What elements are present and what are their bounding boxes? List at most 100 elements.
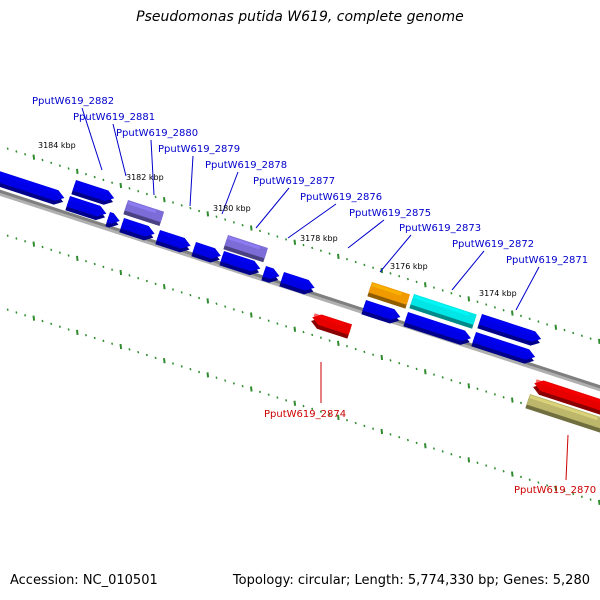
leader-line [221, 171, 239, 215]
gene-2873-orange [367, 282, 411, 309]
innermost-tick [424, 443, 427, 449]
outer-tick [67, 167, 70, 170]
gene-2874 [311, 313, 353, 339]
inner-tick [293, 326, 297, 332]
inner-tick [459, 381, 462, 385]
inner-tick [432, 373, 436, 376]
innermost-tick [224, 379, 227, 382]
outer-tick [198, 209, 201, 213]
genome-title: Pseudomonas putida W619, complete genome [136, 9, 464, 25]
outer-tick [554, 324, 558, 330]
inner-tick [337, 340, 340, 346]
innermost-tick [276, 396, 279, 399]
innermost-tick [198, 370, 201, 374]
outer-tick [459, 294, 462, 298]
innermost-tick [415, 441, 418, 445]
outer-tick [180, 204, 183, 207]
gene-label: PputW619_2872 [452, 239, 534, 250]
outer-tick [546, 323, 549, 326]
outer-tick [415, 280, 418, 284]
outer-tick [128, 187, 131, 190]
outer-tick [215, 215, 218, 218]
outer-tick [258, 229, 262, 233]
innermost-tick [119, 343, 123, 350]
outer-tick [398, 275, 401, 278]
outer-tick [58, 164, 61, 167]
inner-tick [389, 359, 392, 362]
innermost-tick [485, 464, 488, 467]
inner-tick [267, 319, 270, 322]
outer-tick [511, 310, 514, 316]
innermost-tick [311, 407, 314, 411]
outer-tick [50, 161, 53, 165]
gene-2872-shine [407, 313, 465, 335]
innermost-tick [406, 438, 409, 442]
inner-tick [206, 298, 210, 304]
inner-tick [354, 347, 357, 351]
outer-tick [24, 153, 27, 156]
inner-tick [406, 364, 409, 368]
inner-tick [154, 282, 157, 286]
gene-2876 [191, 242, 221, 263]
leader-line [150, 139, 155, 196]
innermost-tick [206, 372, 210, 378]
gene-2873-b-shine [365, 301, 395, 314]
innermost-tick [137, 350, 140, 354]
gene-2870-shine [535, 379, 600, 405]
inner-tick [276, 322, 279, 325]
gene-2876-b [219, 251, 261, 276]
innermost-tick [154, 356, 157, 360]
leader-line [379, 234, 412, 273]
innermost-tick [372, 427, 375, 430]
innermost-tick [189, 367, 192, 371]
innermost-tick [258, 390, 262, 394]
outer-tick [119, 182, 123, 189]
innermost-tick [493, 467, 496, 470]
gene-label: PputW619_2878 [205, 160, 287, 171]
innermost-tick [302, 404, 305, 408]
inner-tick [58, 251, 61, 254]
inner-tick [398, 362, 401, 365]
inner-tick [467, 383, 471, 389]
outer-tick [15, 150, 18, 153]
outer-tick [563, 328, 566, 332]
innermost-tick [511, 471, 514, 477]
inner-tick [502, 396, 505, 399]
outer-tick [32, 154, 36, 160]
gene-2871 [477, 314, 542, 346]
gene-2881-b-shine [69, 197, 101, 210]
innermost-tick [15, 311, 18, 314]
label-leader-lines [81, 107, 569, 481]
inner-tick [137, 276, 140, 280]
leader-line [287, 203, 337, 239]
inner-tick [67, 254, 70, 257]
gene-2871-b [471, 332, 536, 364]
inner-tick [232, 308, 235, 311]
inner-tick [50, 248, 53, 252]
outer-tick [311, 246, 314, 250]
innermost-tick [215, 376, 218, 379]
gene-2878-shine [159, 231, 185, 242]
outer-tick [250, 225, 253, 231]
innermost-tick [250, 386, 253, 392]
innermost-tick [537, 481, 540, 484]
gene-label: PputW619_2876 [300, 192, 382, 203]
kbp-label: 3176 kbp [390, 262, 428, 271]
inner-tick [15, 237, 18, 240]
gene-2881-shine [75, 181, 109, 195]
gene-2873-shine [413, 295, 469, 316]
inner-tick [380, 354, 384, 361]
innermost-tick [93, 336, 96, 340]
gene-2875-a [261, 266, 280, 283]
kbp-label: 3180 kbp [213, 204, 251, 213]
gene-2870 [533, 379, 600, 418]
outer-tick [189, 206, 192, 210]
innermost-tick [554, 485, 558, 491]
outer-tick [337, 253, 340, 259]
inner-tick [111, 268, 114, 271]
outer-tick [302, 243, 305, 247]
gene-2879 [119, 218, 155, 241]
gene-2870-olive-shine [529, 395, 599, 421]
